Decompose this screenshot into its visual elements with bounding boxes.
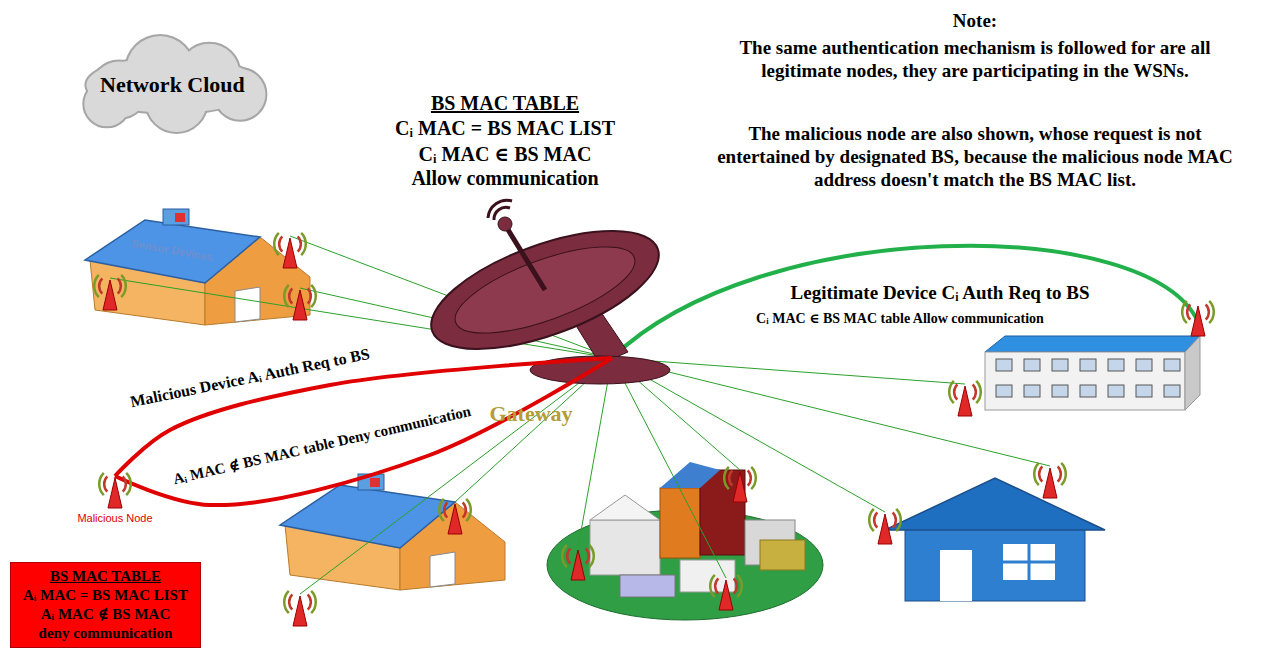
node-title: Gateway xyxy=(450,401,612,427)
sensor-tower xyxy=(274,233,306,268)
malicious-tower xyxy=(75,476,155,512)
sensor-tower xyxy=(1034,463,1066,498)
node-text: deny communication xyxy=(23,624,188,643)
sensor-tower xyxy=(94,275,126,310)
malicious-node: Malicious Node xyxy=(75,476,155,524)
note-heading: Note: xyxy=(953,10,997,32)
blue-house xyxy=(885,478,1105,601)
sensor-tower xyxy=(99,473,131,508)
node-title: Malicious Node xyxy=(75,512,155,524)
cloud-shape: Network Cloud xyxy=(70,38,275,132)
office-building xyxy=(985,336,1200,410)
sensor-link xyxy=(612,358,885,512)
sensor-tower xyxy=(562,545,594,580)
table-row: Cᵢ MAC ∈ BS MAC xyxy=(419,142,592,166)
sensor-towers xyxy=(94,233,1214,626)
request-label: Cᵢ MAC ∈ BS MAC table Allow communicatio… xyxy=(756,310,1044,327)
village-cluster xyxy=(547,462,823,620)
table-heading: BS MAC TABLE xyxy=(431,92,579,115)
table-row: Cᵢ MAC = BS MAC LIST xyxy=(395,117,615,140)
note-text: The malicious node are also shown, whose… xyxy=(700,122,1250,191)
edge-label: Aᵢ MAC ∉ BS MAC table Deny communication xyxy=(171,402,472,488)
malicious-request-line xyxy=(115,358,612,476)
sensor-tower xyxy=(710,575,742,610)
node-title: BS MAC TABLE xyxy=(23,567,188,586)
house xyxy=(85,209,310,325)
request-label: Legitimate Device Cᵢ Auth Req to BS xyxy=(791,282,1090,304)
legitimate-request-line xyxy=(612,246,1198,358)
sensor-link xyxy=(612,358,726,578)
gateway-dish: Gateway xyxy=(450,215,612,358)
sensor-tower xyxy=(284,285,316,320)
table-row: Allow communication xyxy=(411,167,598,190)
sensor-tower xyxy=(869,509,901,544)
sensor-link xyxy=(612,358,1050,466)
node-text: Aᵢ MAC = BS MAC LIST xyxy=(23,586,188,605)
node-text: Aᵢ MAC ∉ BS MAC xyxy=(23,605,188,624)
sensor-tower xyxy=(724,467,756,502)
sensor-tower xyxy=(284,591,316,626)
mac-table-box: BS MAC TABLEAᵢ MAC = BS MAC LISTAᵢ MAC ∉… xyxy=(10,562,201,648)
sensor-tower xyxy=(439,499,471,534)
sensor-tower xyxy=(1182,301,1214,336)
node-title: Network Cloud xyxy=(100,72,245,98)
sensor-link xyxy=(578,358,612,548)
satellite-dish xyxy=(417,200,673,384)
sensor-link xyxy=(300,358,612,594)
sensor-tower xyxy=(949,381,981,416)
note-text: The same authentication mechanism is fol… xyxy=(700,36,1250,82)
